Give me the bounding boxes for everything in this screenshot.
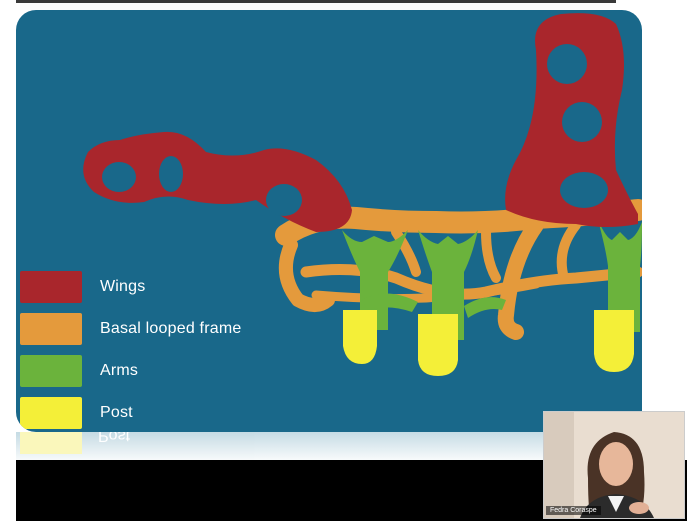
legend-item-arms: Arms [20,354,320,388]
legend-label-post: Post [100,404,133,422]
legend-label-arms: Arms [100,362,138,380]
legend-item-basal-frame: Basal looped frame [20,312,320,346]
legend-item-wings: Wings [20,270,320,304]
webcam-thumbnail[interactable]: Fedra Coraspe [543,411,685,519]
legend-item-post: Post [20,396,320,430]
slide: Wings Basal looped frame Arms Post [16,10,642,432]
legend-swatch-post [20,397,82,429]
legend-swatch-wings [20,271,82,303]
reflection-text: Post [98,432,130,444]
top-border [16,0,616,3]
presenter-video [544,412,684,518]
legend-swatch-basal-frame [20,313,82,345]
legend-swatch-arms [20,355,82,387]
wings-shape [83,13,638,232]
reflection-swatch [20,432,82,454]
participant-name: Fedra Coraspe [546,506,601,515]
legend-label-wings: Wings [100,278,145,296]
legend-label-basal-frame: Basal looped frame [100,320,241,338]
